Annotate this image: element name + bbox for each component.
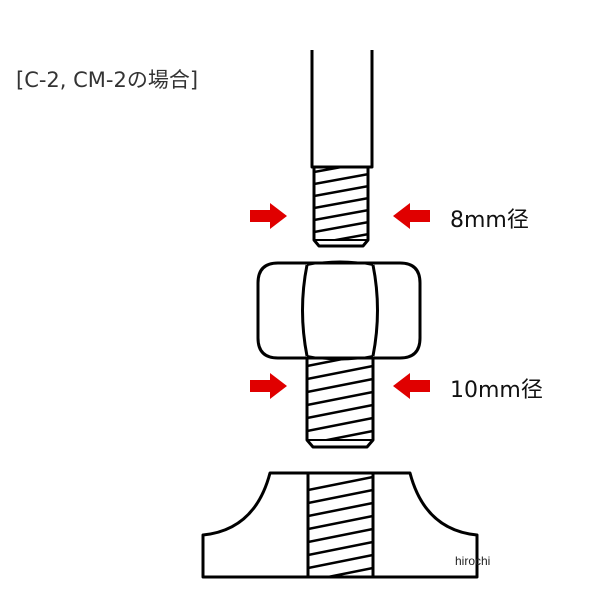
diagram-title: [C-2, CM-2の場合] <box>16 68 199 92</box>
thread-line <box>308 527 373 544</box>
thread-line <box>314 167 349 174</box>
upper-rod <box>310 50 374 169</box>
thread-line <box>321 566 373 577</box>
thread-line <box>320 429 373 440</box>
hex-nut <box>256 260 422 361</box>
thread-line <box>314 172 369 186</box>
thread-line <box>307 364 373 381</box>
thread-line <box>308 553 373 570</box>
arrow-right-icon <box>250 373 287 399</box>
watermark: hirochi <box>455 554 491 568</box>
thread-line <box>314 196 369 210</box>
thread-line <box>307 390 373 407</box>
thread-line <box>323 232 369 241</box>
arrow-left-icon <box>393 373 430 399</box>
base-foot <box>201 471 479 579</box>
thread-line <box>308 475 373 492</box>
thread-line <box>314 208 369 222</box>
thread-line <box>308 514 373 531</box>
arrow-left-icon <box>393 203 430 229</box>
thread-line <box>308 488 373 505</box>
lower-thread <box>305 358 375 449</box>
lower-diameter-label: 10mm径 <box>450 378 543 403</box>
thread-line <box>308 501 373 518</box>
thread-line <box>307 416 373 433</box>
thread-line <box>314 184 369 198</box>
thread-line <box>308 540 373 557</box>
thread-line <box>307 358 355 368</box>
upper-thread <box>312 167 370 248</box>
thread-line <box>307 403 373 420</box>
thread-line <box>314 220 369 234</box>
thread-line <box>307 377 373 394</box>
arrow-right-icon <box>250 203 287 229</box>
upper-diameter-label: 8mm径 <box>450 208 529 233</box>
